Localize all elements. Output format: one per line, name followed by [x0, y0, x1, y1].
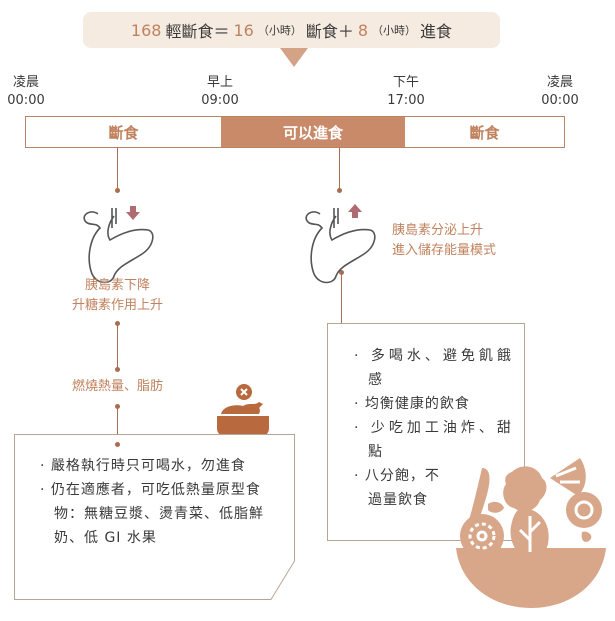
fasting-tips-box: 嚴格執行時只可喝水，勿進食 仍在適應者，可吃低熱量原型食物：無糖豆漿、燙青菜、低… [14, 434, 295, 600]
salad-bowl-icon [456, 458, 606, 608]
connector-line [117, 148, 118, 190]
timeline-bar: 斷食 可以進食 斷食 [25, 116, 565, 148]
segment-fasting: 斷食 [108, 123, 139, 142]
connector-dot [115, 367, 120, 372]
segment-fasting: 斷食 [469, 123, 500, 142]
tip-item: 多喝水、避免飢餓感 [354, 344, 524, 392]
tip-item: 均衡健康的飲食 [354, 392, 524, 416]
title-num: 16 [233, 20, 254, 40]
title-banner: 168 輕斷食＝ 16 （小時） 斷食＋ 8 （小時） 進食 [83, 12, 500, 48]
title-unit: （小時） [257, 24, 302, 37]
connector-dot [115, 442, 120, 447]
tip-item: 嚴格執行時只可喝水，勿進食 [40, 454, 275, 478]
no-food-bowl-icon [217, 384, 269, 436]
title-num: 8 [357, 20, 369, 40]
title-text: 輕斷食＝ [165, 22, 230, 41]
pancreas-icon [305, 204, 376, 284]
pointer-triangle [280, 48, 308, 67]
title-text: 進食 [420, 22, 453, 41]
fasting-effects: 胰島素下降升糖素作用上升 [71, 278, 163, 313]
tip-item: 仍在適應者，可吃低熱量原型食物：無糖豆漿、燙青菜、低脂鮮奶、低 GI 水果 [40, 478, 275, 550]
connector-line [117, 323, 118, 369]
pancreas-icon [83, 206, 154, 284]
segment-eating: 可以進食 [221, 117, 405, 147]
connector-dot [337, 188, 342, 193]
connector-dot [115, 188, 120, 193]
fasting-burn: 燃燒熱量、脂肪 [71, 379, 163, 394]
eating-effects: 胰島素分泌上升進入儲存能量模式 [392, 223, 497, 258]
connector-line [339, 148, 340, 190]
title-text: 斷食＋ [305, 22, 354, 41]
tip-item: 八分飽，不過量飲食 [354, 464, 454, 512]
connector-line [117, 406, 118, 444]
title-num: 168 [130, 20, 162, 40]
connector-line [341, 272, 342, 340]
title-unit: （小時） [372, 24, 417, 37]
tip-item: 少吃加工油炸、甜點 [354, 416, 524, 464]
